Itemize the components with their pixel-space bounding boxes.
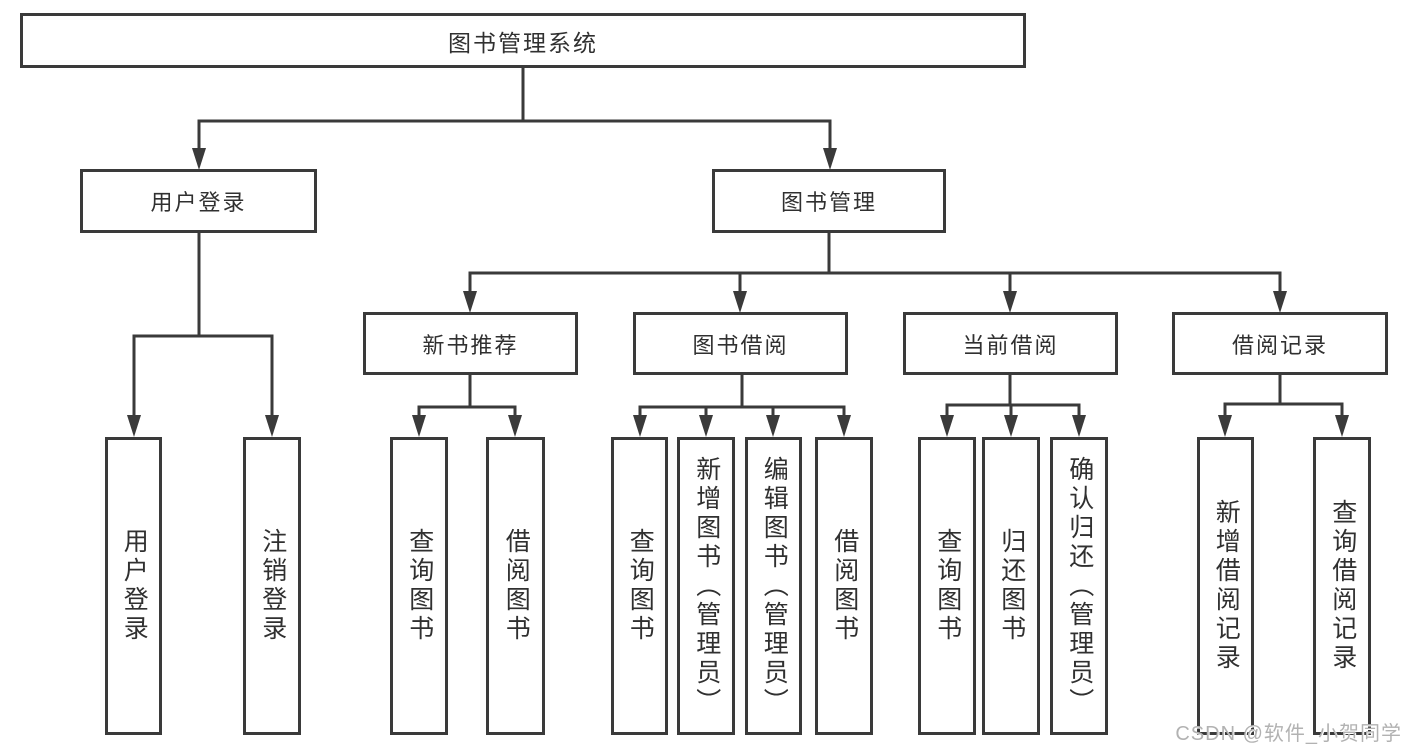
node-leaf-confirm-return-admin-label: 确认归还（管理员） <box>1065 455 1094 717</box>
node-leaf-add-borrow-record-label: 新增借阅记录 <box>1212 499 1241 673</box>
node-new-book-recommend: 新书推荐 <box>363 312 578 375</box>
node-leaf-borrow-books-borrowing: 借阅图书 <box>815 437 873 735</box>
node-leaf-query-books-recommend-label: 查询图书 <box>405 528 434 644</box>
node-leaf-add-borrow-record: 新增借阅记录 <box>1197 437 1254 735</box>
node-root: 图书管理系统 <box>20 13 1026 68</box>
edges-borrowing-records-to-leaves <box>1218 374 1349 437</box>
edges-book-borrowing-to-leaves <box>633 373 851 437</box>
node-leaf-borrow-books-recommend: 借阅图书 <box>486 437 545 735</box>
node-leaf-logout: 注销登录 <box>243 437 301 735</box>
edges-book-management-to-level3 <box>463 231 1287 313</box>
node-user-login-label: 用户登录 <box>150 190 247 215</box>
node-leaf-borrow-books-recommend-label: 借阅图书 <box>502 528 531 644</box>
node-leaf-return-books: 归还图书 <box>982 437 1040 735</box>
node-borrowing-records-label: 借阅记录 <box>1231 332 1328 358</box>
node-leaf-edit-books-admin-label: 编辑图书（管理员） <box>760 455 789 717</box>
node-new-book-recommend-label: 新书推荐 <box>422 332 519 358</box>
edges-current-borrowing-to-leaves <box>940 374 1086 437</box>
node-leaf-add-books-admin: 新增图书（管理员） <box>677 437 735 735</box>
node-leaf-return-books-label: 归还图书 <box>997 528 1026 644</box>
node-leaf-query-books-current-label: 查询图书 <box>933 528 962 644</box>
node-leaf-query-books-recommend: 查询图书 <box>390 437 448 735</box>
node-leaf-add-books-admin-label: 新增图书（管理员） <box>692 455 721 717</box>
edges-root-to-level2 <box>192 66 837 170</box>
node-book-management: 图书管理 <box>712 169 946 233</box>
node-user-login: 用户登录 <box>80 169 317 233</box>
node-leaf-query-borrow-record: 查询借阅记录 <box>1313 437 1371 735</box>
node-leaf-confirm-return-admin: 确认归还（管理员） <box>1050 437 1108 735</box>
node-leaf-logout-label: 注销登录 <box>258 528 287 644</box>
edges-user-login-to-leaves <box>127 231 279 437</box>
node-borrowing-records: 借阅记录 <box>1172 312 1388 375</box>
node-root-label: 图书管理系统 <box>448 29 598 56</box>
edges-new-book-recommend-to-leaves <box>412 373 522 437</box>
node-leaf-user-login-label: 用户登录 <box>120 528 149 644</box>
node-current-borrowing-label: 当前借阅 <box>962 332 1059 358</box>
node-leaf-query-books-borrowing-label: 查询图书 <box>626 528 655 644</box>
node-book-management-label: 图书管理 <box>780 190 877 215</box>
node-book-borrowing-label: 图书借阅 <box>692 332 789 358</box>
node-current-borrowing: 当前借阅 <box>903 312 1118 375</box>
node-leaf-query-borrow-record-label: 查询借阅记录 <box>1328 499 1357 673</box>
node-leaf-borrow-books-borrowing-label: 借阅图书 <box>830 528 859 644</box>
node-leaf-query-books-current: 查询图书 <box>918 437 976 735</box>
node-book-borrowing: 图书借阅 <box>633 312 848 375</box>
csdn-watermark: CSDN @软件_小贺同学 <box>1175 723 1402 745</box>
node-leaf-user-login: 用户登录 <box>105 437 162 735</box>
node-leaf-query-books-borrowing: 查询图书 <box>611 437 668 735</box>
node-leaf-edit-books-admin: 编辑图书（管理员） <box>745 437 802 735</box>
